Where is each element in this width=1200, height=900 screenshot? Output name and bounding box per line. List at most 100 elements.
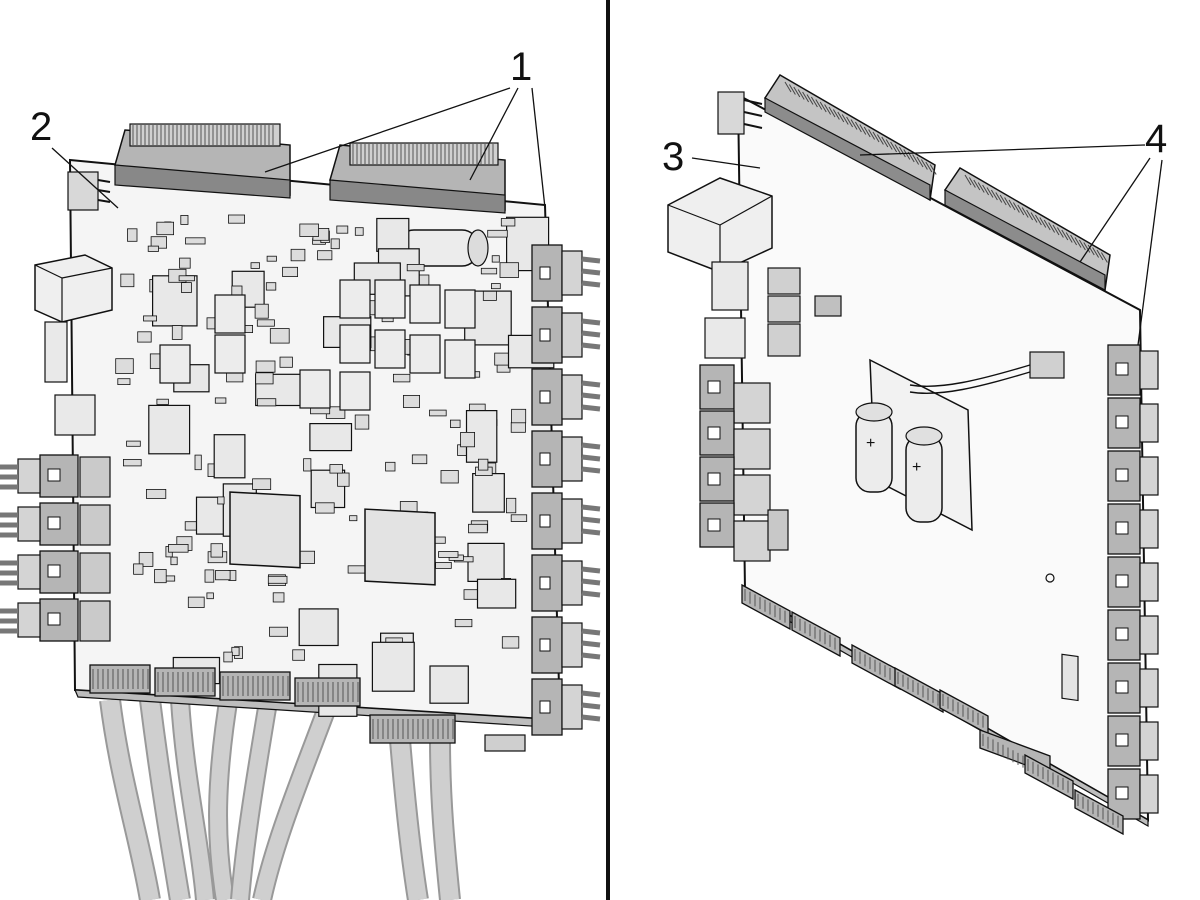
smd-component	[482, 290, 497, 301]
smd-component	[185, 237, 206, 245]
ribbon-pin	[1034, 214, 1042, 226]
ribbon-pin	[850, 119, 858, 130]
ribbon-pin	[819, 101, 827, 113]
connector-latch	[707, 380, 721, 394]
board-header	[79, 552, 111, 594]
smd-component	[501, 636, 520, 649]
ribbon-pin	[1039, 217, 1047, 228]
callout-4: 4	[1145, 117, 1167, 161]
ribbon-pin	[881, 136, 889, 148]
smd-component	[477, 458, 489, 471]
ribbon-pin	[797, 89, 805, 100]
ribbon-pin	[806, 94, 814, 105]
connector-latch	[539, 514, 551, 528]
bottom-header	[484, 734, 526, 752]
capacitor-1: +	[855, 402, 893, 493]
wire	[581, 318, 601, 326]
connector-plug	[1139, 456, 1159, 496]
smd-component	[385, 461, 396, 472]
connector-plug	[1139, 350, 1159, 390]
smd-component	[392, 373, 411, 383]
smd-component	[269, 328, 290, 344]
bottom-connector	[791, 610, 841, 658]
wire	[581, 590, 601, 598]
connector-latch	[1115, 680, 1129, 694]
smd-component	[438, 551, 459, 558]
ic-chip	[214, 294, 246, 334]
connector-latch	[47, 612, 61, 626]
connector-latch	[539, 328, 551, 342]
smd-component	[303, 458, 312, 472]
connector-plug	[561, 436, 583, 482]
connector-plug	[561, 250, 583, 296]
ribbon-pin	[1087, 244, 1095, 256]
rear-ribbon-connector-right	[943, 167, 1111, 292]
connector-plug	[561, 498, 583, 544]
smd-component	[170, 556, 178, 566]
smd-component	[123, 458, 142, 467]
connector-latch	[707, 472, 721, 486]
large-ic-2	[364, 508, 436, 586]
connector-latch	[707, 518, 721, 532]
smd-component	[491, 255, 500, 263]
right-connector-stack	[531, 244, 601, 736]
wire	[581, 392, 601, 400]
bottom-connector	[1024, 753, 1074, 801]
wire	[581, 268, 601, 276]
ribbon-pin	[1074, 237, 1082, 248]
ribbon-pin	[1061, 229, 1069, 241]
connector-plug	[17, 458, 41, 494]
ribbon-pin	[1030, 212, 1038, 223]
ic-chip	[299, 369, 331, 409]
bottom-connector	[219, 671, 291, 701]
ribbon-pin	[1065, 232, 1073, 243]
smd-component	[217, 496, 225, 505]
top-ribbon-connector-left	[114, 123, 291, 199]
smd-component	[215, 570, 231, 581]
smd-component	[181, 282, 192, 293]
ic-chip	[339, 324, 371, 364]
smd-component	[299, 223, 319, 237]
smd-component	[187, 596, 205, 608]
side-connector	[531, 492, 563, 550]
smd-component	[472, 473, 505, 513]
ribbon-pin	[1048, 222, 1056, 233]
wire	[581, 466, 601, 474]
ribbon-pin	[863, 126, 871, 138]
smd-component	[210, 543, 223, 558]
ribbon-pin	[885, 139, 893, 150]
wire	[581, 714, 601, 722]
ribbon-pin	[1083, 242, 1091, 253]
connector-latch	[1115, 468, 1129, 482]
left-panel: 2 1	[0, 45, 601, 900]
smd-component	[265, 282, 277, 291]
ribbon-pin	[1078, 239, 1086, 251]
smd-component	[460, 431, 476, 448]
smd-component	[147, 245, 159, 252]
smd-component	[254, 303, 269, 319]
ribbon-pin	[920, 159, 928, 170]
ic-chip	[374, 329, 406, 369]
ic-chip	[409, 334, 441, 374]
smd-component	[145, 488, 167, 499]
rear-right-connector-stack	[1107, 344, 1159, 820]
smd-component	[117, 378, 131, 386]
callout-3: 3	[662, 135, 684, 179]
connector-latch	[539, 576, 551, 590]
smd-component	[330, 238, 340, 250]
connector-latch	[1115, 521, 1129, 535]
ribbon-pin	[854, 121, 862, 133]
smd-component	[156, 398, 169, 405]
right-panel: + + 3 4	[662, 73, 1167, 836]
connector-plug	[1139, 721, 1159, 761]
smd-component	[267, 575, 288, 584]
smd-component	[255, 360, 276, 373]
smd-component	[406, 263, 425, 272]
smd-component	[154, 569, 167, 584]
ribbon-pin	[828, 106, 836, 118]
ic-chip	[374, 279, 406, 319]
smd-component	[279, 356, 293, 368]
ribbon-pin	[793, 86, 801, 98]
wire	[581, 380, 601, 388]
connector-plug	[1139, 668, 1159, 708]
